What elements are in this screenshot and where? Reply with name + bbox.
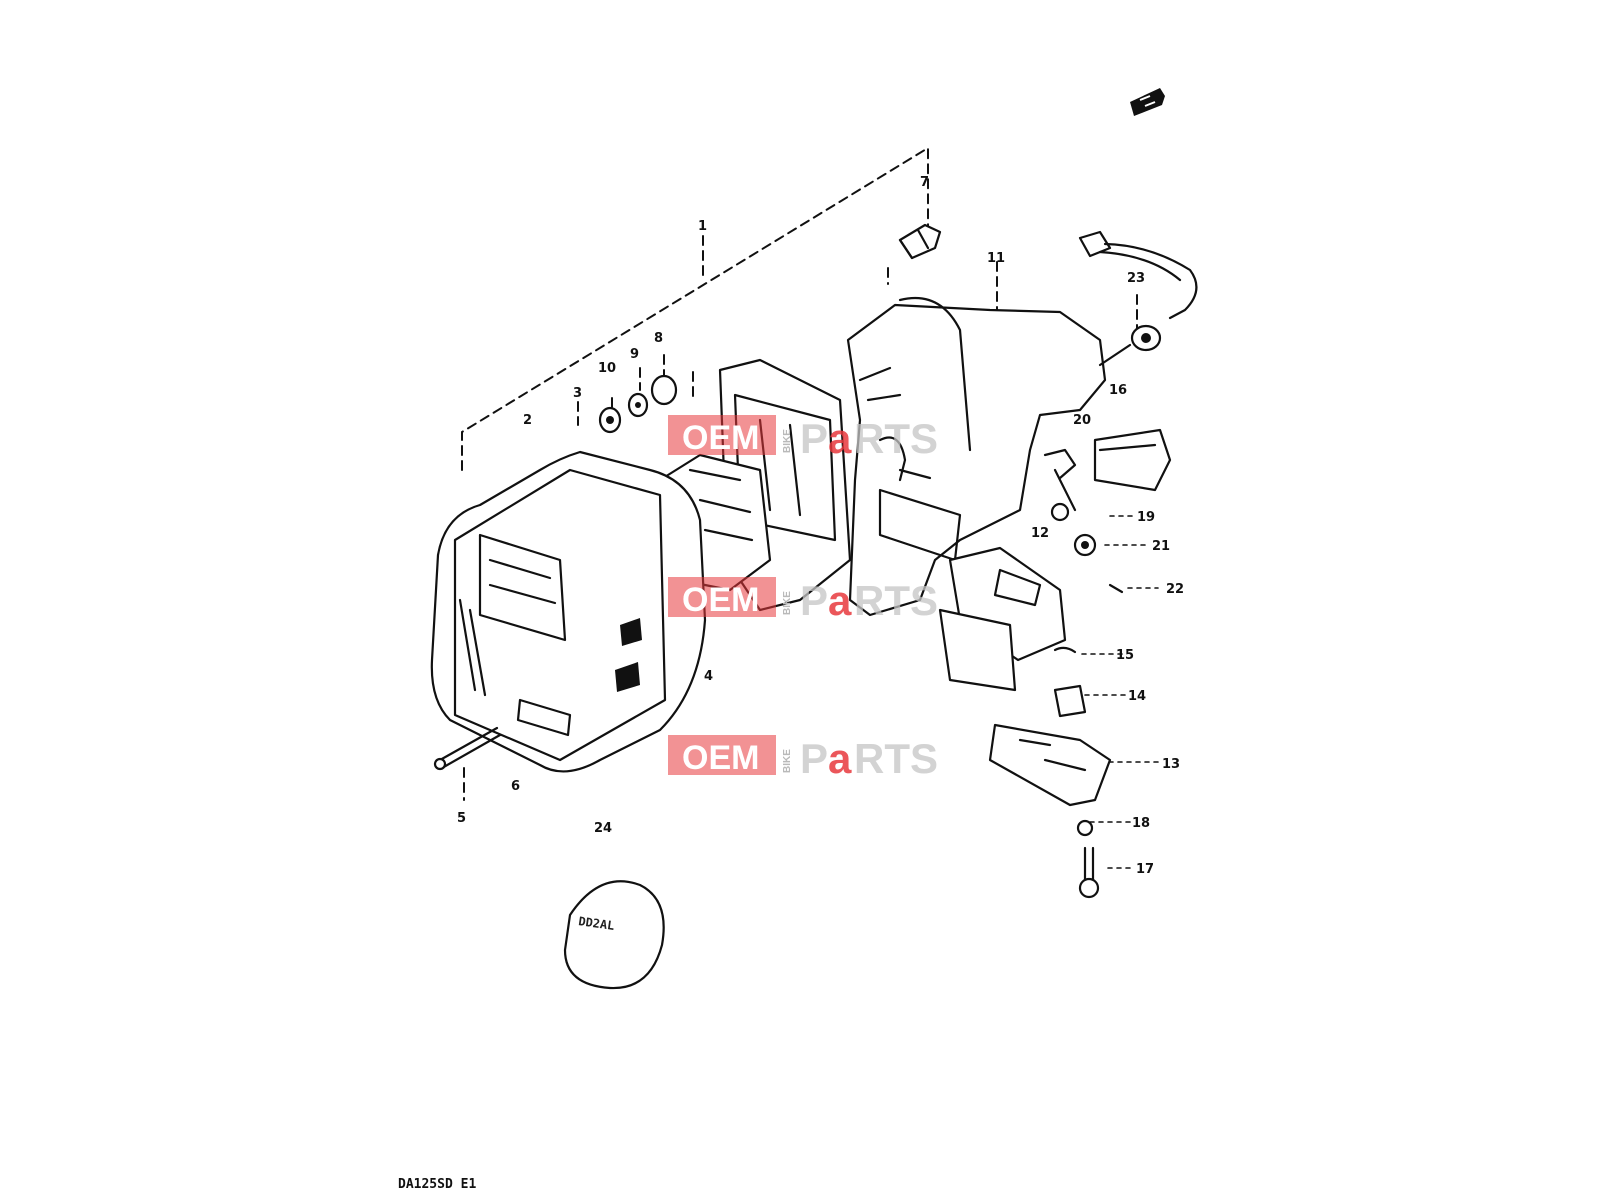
bulb-parts-19-20-21-22 <box>1043 428 1172 594</box>
watermark-a: a <box>828 735 852 782</box>
part-label-10: 10 <box>598 361 616 376</box>
watermark-2: OEM BIKE P a RTS <box>668 577 938 624</box>
watermark-bike: BIKE <box>782 429 793 453</box>
part-label-3: 3 <box>573 386 582 401</box>
part-number-labels: 1 2 3 4 5 6 7 8 9 10 11 12 13 14 15 16 1… <box>457 175 1184 877</box>
part-label-6: 6 <box>511 779 520 794</box>
part-label-2: 2 <box>523 413 532 428</box>
watermark-p: P <box>800 415 828 462</box>
part-label-18: 18 <box>1132 816 1150 831</box>
part-label-15: 15 <box>1116 648 1134 663</box>
part-label-12: 12 <box>1031 526 1049 541</box>
plate-light-parts-13-14-15 <box>988 646 1112 807</box>
front-arrow-icon <box>1130 88 1165 116</box>
watermark-p: P <box>800 735 828 782</box>
watermark-rts: RTS <box>854 735 938 782</box>
diagram-code: DA125SD E1 <box>398 1177 476 1192</box>
watermark-bike: BIKE <box>782 591 793 615</box>
watermark-oem: OEM <box>682 419 759 457</box>
part-label-19: 19 <box>1137 510 1155 525</box>
part-label-7: 7 <box>920 175 929 190</box>
leader-lines <box>461 146 1159 869</box>
part-label-5: 5 <box>457 811 466 826</box>
part-label-4: 4 <box>704 669 713 684</box>
emblem-text: DD2AL <box>578 914 616 933</box>
watermark-a: a <box>828 415 852 462</box>
watermark-a: a <box>828 577 852 624</box>
wire-harness-part-23 <box>1078 230 1198 367</box>
part-label-11: 11 <box>987 251 1005 266</box>
part-label-23: 23 <box>1127 271 1145 286</box>
bolt-part-7 <box>898 223 942 260</box>
part-label-14: 14 <box>1128 689 1146 704</box>
part-label-1: 1 <box>698 219 707 234</box>
emblem-part-24: DD2AL <box>563 880 665 990</box>
watermark-oem: OEM <box>682 739 759 777</box>
watermark-3: OEM BIKE P a RTS <box>668 735 938 782</box>
part-label-13: 13 <box>1162 757 1180 772</box>
grommets-parts-8-9-10 <box>598 374 678 434</box>
watermark-p: P <box>800 577 828 624</box>
watermark-1: OEM BIKE P a RTS <box>668 415 938 462</box>
part-label-21: 21 <box>1152 539 1170 554</box>
part-label-16: 16 <box>1109 383 1127 398</box>
screw-parts-17-18 <box>1076 819 1100 899</box>
part-label-9: 9 <box>630 347 639 362</box>
part-label-20: 20 <box>1073 413 1091 428</box>
plate-bracket-part-4 <box>938 546 1067 692</box>
watermark-oem: OEM <box>682 581 759 619</box>
part-label-22: 22 <box>1166 582 1184 597</box>
lens-housing-part-6 <box>430 450 707 773</box>
watermark-rts: RTS <box>854 415 938 462</box>
watermark-rts: RTS <box>854 577 938 624</box>
watermark-bike: BIKE <box>782 749 793 773</box>
part-label-24: 24 <box>594 821 612 836</box>
part-label-17: 17 <box>1136 862 1154 877</box>
part-label-8: 8 <box>654 331 663 346</box>
